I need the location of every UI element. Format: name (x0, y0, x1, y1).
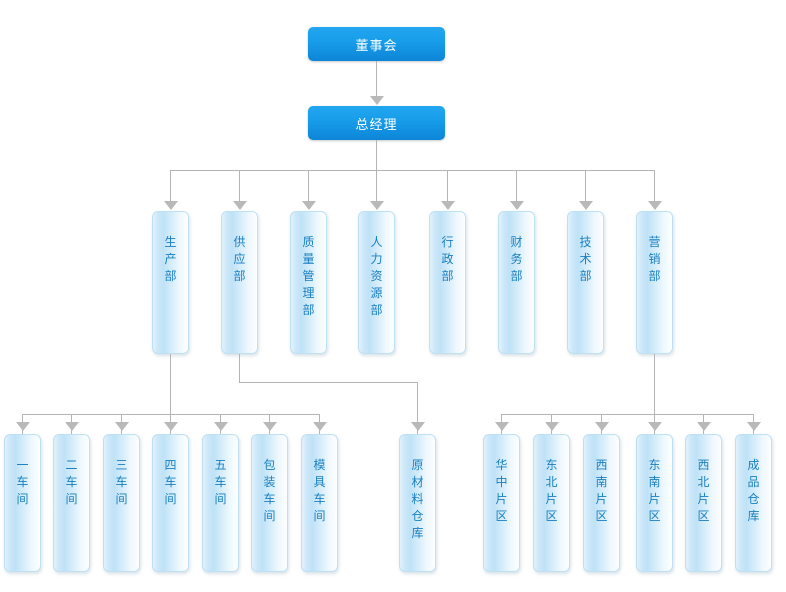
arrow-to-department-8 (648, 201, 662, 210)
node-mold-workshop[interactable]: 模具车间 (301, 434, 338, 572)
node-packaging-workshop-label: 包装车间 (263, 458, 276, 523)
node-finished-goods-warehouse[interactable]: 成品仓库 (735, 434, 772, 572)
arrow-to-northwest (697, 422, 711, 431)
node-workshop-2-label: 二车间 (65, 458, 78, 506)
node-department-supply-label: 供应部 (233, 235, 246, 283)
connector-supply-drop (417, 382, 418, 437)
node-region-northeast-label: 东北片区 (545, 458, 558, 523)
node-department-supply[interactable]: 供应部 (221, 211, 258, 354)
node-department-finance[interactable]: 财务部 (498, 211, 535, 354)
connector-dept-drop-3 (308, 170, 309, 202)
node-board[interactable]: 董事会 (308, 27, 445, 61)
node-department-admin-label: 行政部 (441, 235, 454, 283)
node-workshop-5-label: 五车间 (214, 458, 227, 506)
node-raw-material-warehouse-label: 原材料仓库 (411, 458, 424, 540)
node-department-marketing[interactable]: 营销部 (636, 211, 673, 354)
node-department-hr-label: 人力资源部 (370, 235, 383, 317)
node-region-northwest-label: 西北片区 (697, 458, 710, 523)
node-region-northeast[interactable]: 东北片区 (533, 434, 570, 572)
arrow-to-packaging (263, 422, 277, 431)
connector-board-to-gm (376, 61, 377, 97)
arrow-to-department-2 (233, 201, 247, 210)
arrow-to-department-7 (579, 201, 593, 210)
node-workshop-1-label: 一车间 (16, 458, 29, 506)
connector-production-down (170, 354, 171, 414)
arrow-to-department-4 (370, 201, 384, 210)
connector-supply-down (239, 354, 240, 382)
node-department-marketing-label: 营销部 (648, 235, 661, 283)
arrow-to-department-3 (302, 201, 316, 210)
node-region-central-china[interactable]: 华中片区 (483, 434, 520, 572)
node-mold-workshop-label: 模具车间 (313, 458, 326, 523)
node-region-southwest[interactable]: 西南片区 (583, 434, 620, 572)
arrow-to-department-5 (441, 201, 455, 210)
node-finished-goods-warehouse-label: 成品仓库 (747, 458, 760, 523)
arrow-to-central-china (495, 422, 509, 431)
node-department-technology[interactable]: 技术部 (567, 211, 604, 354)
arrow-to-workshop-5 (214, 422, 228, 431)
arrow-to-department-1 (164, 201, 178, 210)
node-general-manager[interactable]: 总经理 (308, 106, 445, 140)
arrow-to-department-6 (510, 201, 524, 210)
node-department-production[interactable]: 生产部 (152, 211, 189, 354)
connector-dept-drop-4 (376, 170, 377, 202)
arrow-to-gm (370, 96, 384, 105)
node-raw-material-warehouse[interactable]: 原材料仓库 (399, 434, 436, 572)
connector-dept-drop-7 (585, 170, 586, 202)
arrow-to-northeast (545, 422, 559, 431)
connector-dept-drop-6 (516, 170, 517, 202)
connector-dept-drop-1 (170, 170, 171, 202)
node-packaging-workshop[interactable]: 包装车间 (251, 434, 288, 572)
connector-marketing-down (654, 354, 655, 414)
node-department-quality-label: 质量管理部 (302, 235, 315, 317)
arrow-to-mold (313, 422, 327, 431)
node-workshop-3-label: 三车间 (115, 458, 128, 506)
arrow-to-southwest (595, 422, 609, 431)
node-department-quality[interactable]: 质量管理部 (290, 211, 327, 354)
connector-dept-drop-5 (447, 170, 448, 202)
connector-marketing-bus (501, 414, 753, 415)
arrow-to-finished-goods-warehouse (747, 422, 761, 431)
connector-supply-elbow (239, 382, 417, 383)
node-region-central-china-label: 华中片区 (495, 458, 508, 523)
node-department-technology-label: 技术部 (579, 235, 592, 283)
arrow-to-workshop-2 (65, 422, 79, 431)
arrow-to-workshop-3 (115, 422, 129, 431)
connector-dept-drop-2 (239, 170, 240, 202)
connector-department-bus (170, 170, 654, 171)
node-workshop-4-label: 四车间 (164, 458, 177, 506)
node-department-admin[interactable]: 行政部 (429, 211, 466, 354)
node-workshop-1[interactable]: 一车间 (4, 434, 41, 572)
node-board-label: 董事会 (355, 38, 398, 54)
connector-dept-drop-8 (654, 170, 655, 202)
arrow-to-raw-material-warehouse (411, 422, 425, 431)
arrow-to-southeast (648, 422, 662, 431)
node-workshop-5[interactable]: 五车间 (202, 434, 239, 572)
arrow-to-workshop-4 (164, 422, 178, 431)
arrow-to-workshop-1 (16, 422, 30, 431)
connector-gm-down (376, 140, 377, 170)
node-department-production-label: 生产部 (164, 235, 177, 283)
node-region-northwest[interactable]: 西北片区 (685, 434, 722, 572)
node-workshop-2[interactable]: 二车间 (53, 434, 90, 572)
node-region-southwest-label: 西南片区 (595, 458, 608, 523)
node-department-hr[interactable]: 人力资源部 (358, 211, 395, 354)
node-general-manager-label: 总经理 (355, 117, 398, 133)
node-workshop-3[interactable]: 三车间 (103, 434, 140, 572)
node-department-finance-label: 财务部 (510, 235, 523, 283)
node-region-southeast[interactable]: 东南片区 (636, 434, 673, 572)
node-workshop-4[interactable]: 四车间 (152, 434, 189, 572)
node-region-southeast-label: 东南片区 (648, 458, 661, 523)
